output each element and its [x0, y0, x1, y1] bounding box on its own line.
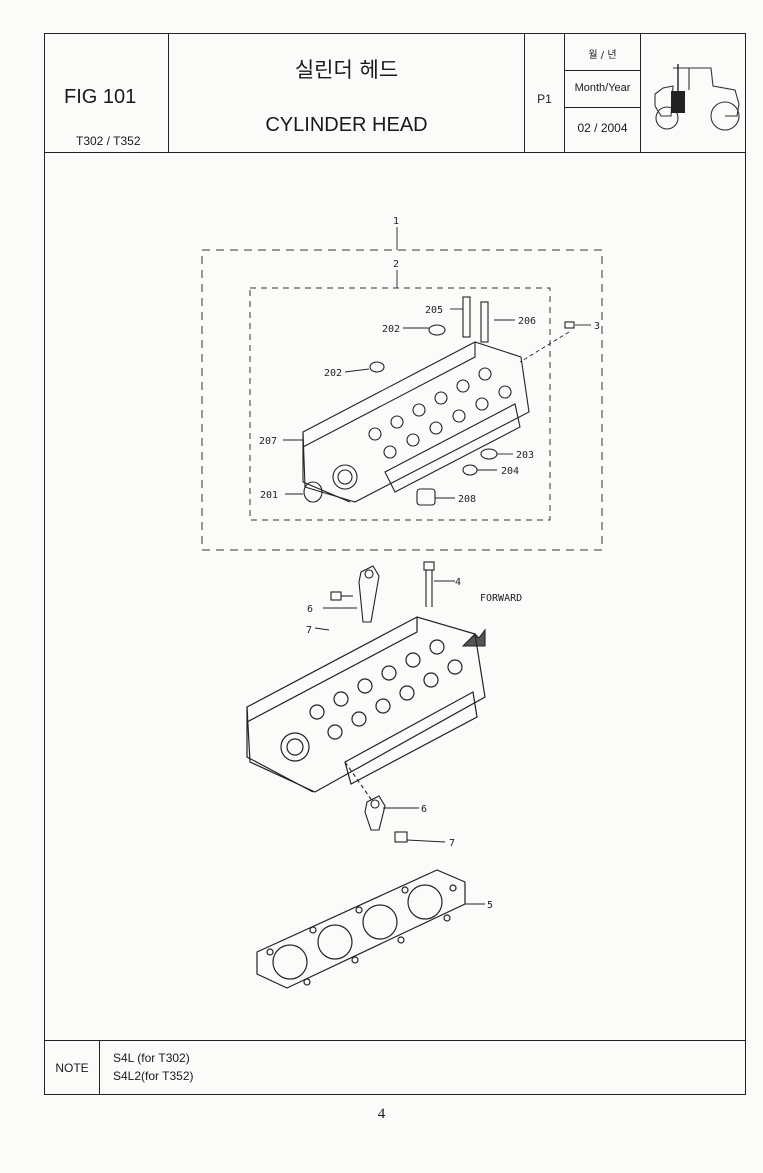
callout-207: 207 [259, 436, 277, 447]
forward-label: FORWARD [480, 593, 522, 604]
valve-seal [428, 324, 446, 336]
valve-guide [480, 301, 489, 343]
callout-6: 6 [421, 804, 427, 815]
model-codes: T302 / T352 [76, 134, 141, 148]
divider [565, 70, 640, 71]
valve-guide [462, 296, 471, 338]
callout-4: 4 [455, 577, 461, 588]
date-cell: 월 / 년 Month/Year 02 / 2004 [565, 34, 641, 152]
parts-diagram: 1 2 3 205 206 202 202 207 201 203 204 20… [45, 152, 745, 1040]
seal-ring [303, 481, 323, 503]
callout-5: 5 [487, 900, 493, 911]
tractor-icon [654, 64, 740, 131]
note-label: NOTE [45, 1041, 100, 1095]
page-number: 4 [377, 1106, 386, 1122]
callout-208: 208 [458, 494, 476, 505]
cup-plug [416, 488, 436, 506]
callout-6: 6 [307, 604, 313, 615]
title-cell: 실린더 헤드 CYLINDER HEAD [169, 34, 525, 152]
bolt [330, 591, 342, 601]
page-code: P1 [537, 92, 552, 106]
note-line: S4L (for T302) [113, 1051, 190, 1065]
callout-7: 7 [306, 625, 312, 636]
cap [480, 448, 498, 460]
forward-arrow-icon [461, 628, 486, 647]
cylinder-head-lower [246, 616, 486, 793]
hanger-bracket [358, 565, 380, 623]
callout-202: 202 [382, 324, 400, 335]
callout-7: 7 [449, 838, 455, 849]
bolt [394, 831, 408, 843]
date-label-korean: 월 / 년 [588, 50, 617, 61]
page-code-cell: P1 [525, 34, 565, 152]
header: FIG 101 T302 / T352 실린더 헤드 CYLINDER HEAD… [45, 34, 745, 153]
assembly-box-2 [249, 287, 551, 521]
cylinder-head-upper [302, 341, 530, 503]
callout-201: 201 [260, 490, 278, 501]
callout-202: 202 [324, 368, 342, 379]
callout-1: 1 [393, 216, 399, 227]
head-bolt [423, 561, 435, 571]
head-gasket [256, 869, 466, 989]
callout-206: 206 [518, 316, 536, 327]
callout-203: 203 [516, 450, 534, 461]
plug [369, 361, 385, 373]
title-english: CYLINDER HEAD [265, 114, 428, 136]
figure-cell: FIG 101 T302 / T352 [45, 34, 169, 152]
figure-number: FIG 101 [64, 86, 137, 108]
assembly-box-1 [201, 249, 603, 551]
date-label-english: Month/Year [574, 82, 631, 94]
title-korean: 실린더 헤드 [294, 58, 399, 82]
highlight-marker [671, 91, 685, 113]
date-value: 02 / 2004 [577, 121, 628, 135]
note-line: S4L2(for T352) [113, 1069, 194, 1083]
divider [565, 107, 640, 108]
hanger-bracket [364, 795, 386, 831]
page-frame: FIG 101 T302 / T352 실린더 헤드 CYLINDER HEAD… [44, 33, 746, 1095]
callout-205: 205 [425, 305, 443, 316]
callout-2: 2 [393, 259, 399, 270]
callout-3: 3 [594, 321, 600, 332]
note-row: NOTE S4L (for T302) S4L2(for T352) [45, 1040, 745, 1095]
callout-204: 204 [501, 466, 519, 477]
tractor-cell [641, 34, 745, 152]
dowel [564, 321, 575, 329]
cap [462, 464, 478, 476]
